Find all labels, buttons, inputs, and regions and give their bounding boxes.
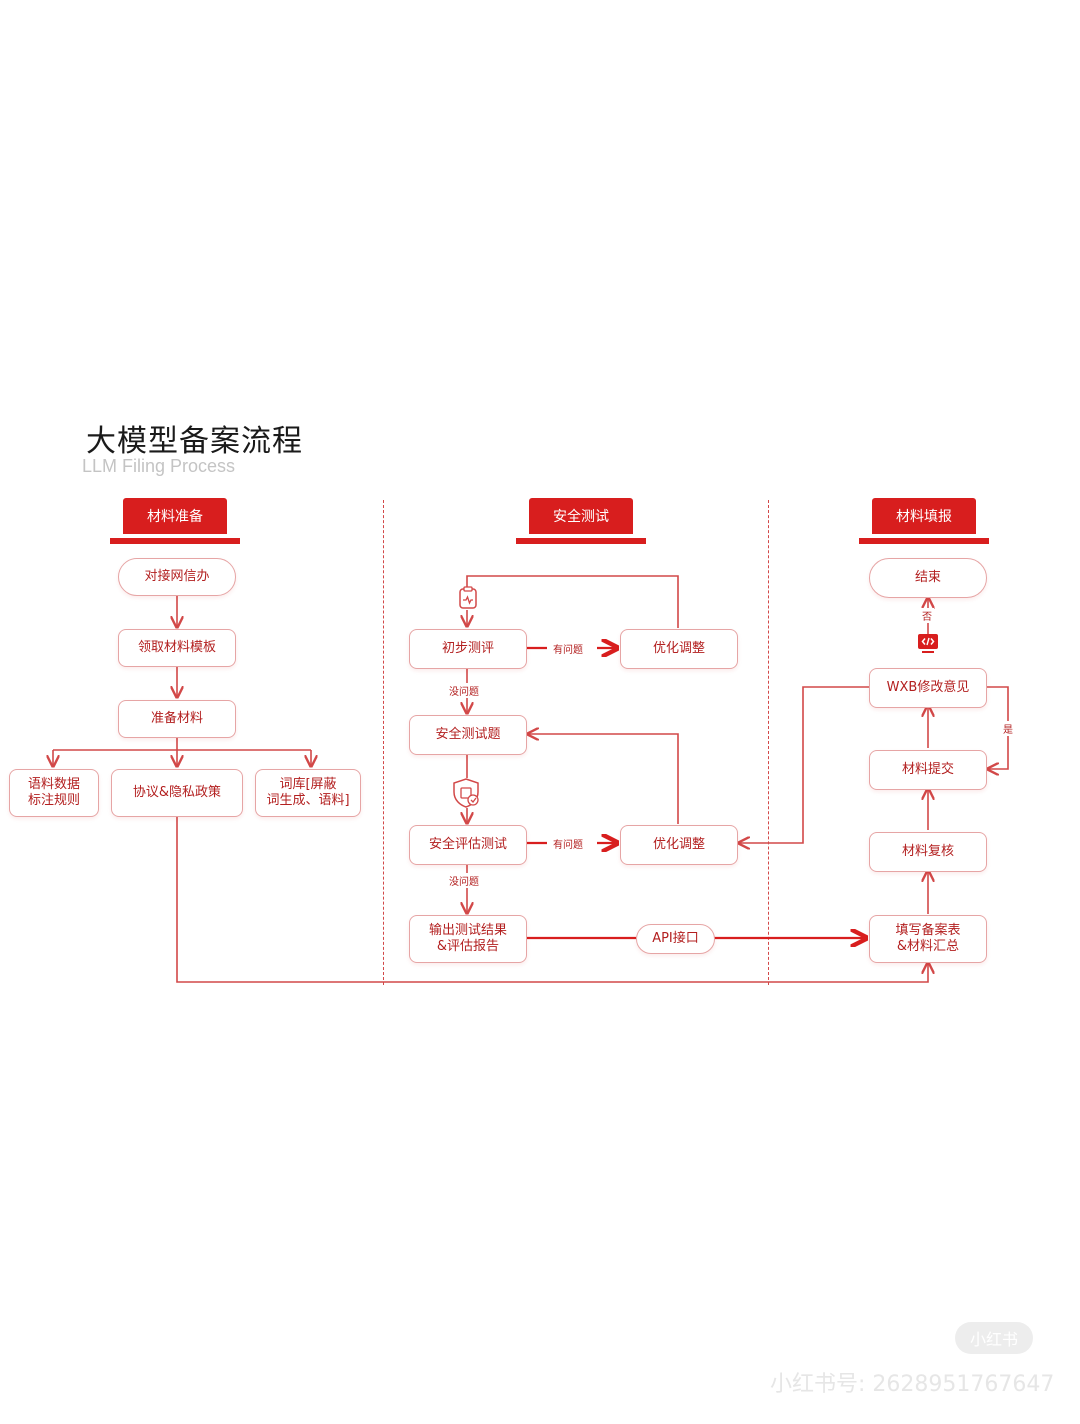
header-underline-left bbox=[110, 538, 240, 544]
header-material-prep: 材料准备 bbox=[123, 498, 227, 534]
node-submit: 材料提交 bbox=[869, 750, 987, 790]
node-agreement-privacy: 协议&隐私政策 bbox=[111, 769, 243, 817]
edge-label-no: 否 bbox=[920, 608, 934, 623]
page-subtitle: LLM Filing Process bbox=[82, 456, 236, 476]
node-fill-form: 填写备案表 &材料汇总 bbox=[869, 915, 987, 963]
node-optimize-2: 优化调整 bbox=[620, 825, 738, 865]
column-divider-2 bbox=[768, 500, 769, 985]
node-safety-questions: 安全测试题 bbox=[409, 715, 527, 755]
header-material-filing: 材料填报 bbox=[872, 498, 976, 534]
edge-label-yes: 是 bbox=[1001, 721, 1015, 736]
edge-label-has-issue-1: 有问题 bbox=[551, 641, 585, 656]
header-safety-test: 安全测试 bbox=[529, 498, 633, 534]
edge-label-no-issue-1: 没问题 bbox=[447, 683, 481, 698]
edge-label-no-issue-2: 没问题 bbox=[447, 873, 481, 888]
node-contact-cac: 对接网信办 bbox=[118, 558, 236, 596]
header-underline-right bbox=[859, 538, 989, 544]
clipboard-icon bbox=[459, 586, 477, 609]
node-review: 材料复核 bbox=[869, 832, 987, 872]
page-title: 大模型备案流程 bbox=[86, 424, 303, 459]
node-prepare-materials: 准备材料 bbox=[118, 700, 236, 738]
code-window-icon bbox=[918, 634, 938, 653]
node-api: API接口 bbox=[636, 924, 715, 954]
watermark-logo: 小红书 bbox=[955, 1322, 1033, 1354]
node-optimize-1: 优化调整 bbox=[620, 629, 738, 669]
watermark-text: 小红书号: 2628951767647 bbox=[770, 1372, 1055, 1397]
node-corpus-rules: 语料数据 标注规则 bbox=[9, 769, 99, 817]
node-get-template: 领取材料模板 bbox=[118, 629, 236, 667]
shield-check-icon bbox=[453, 778, 479, 808]
node-initial-eval: 初步测评 bbox=[409, 629, 527, 669]
node-lexicon: 词库[屏蔽 词生成、语料] bbox=[255, 769, 361, 817]
node-end: 结束 bbox=[869, 558, 987, 598]
node-output-report: 输出测试结果 &评估报告 bbox=[409, 915, 527, 963]
header-underline-middle bbox=[516, 538, 646, 544]
node-wxb-feedback: WXB修改意见 bbox=[869, 668, 987, 708]
edge-label-has-issue-2: 有问题 bbox=[551, 836, 585, 851]
node-safety-eval: 安全评估测试 bbox=[409, 825, 527, 865]
column-divider-1 bbox=[383, 500, 384, 985]
